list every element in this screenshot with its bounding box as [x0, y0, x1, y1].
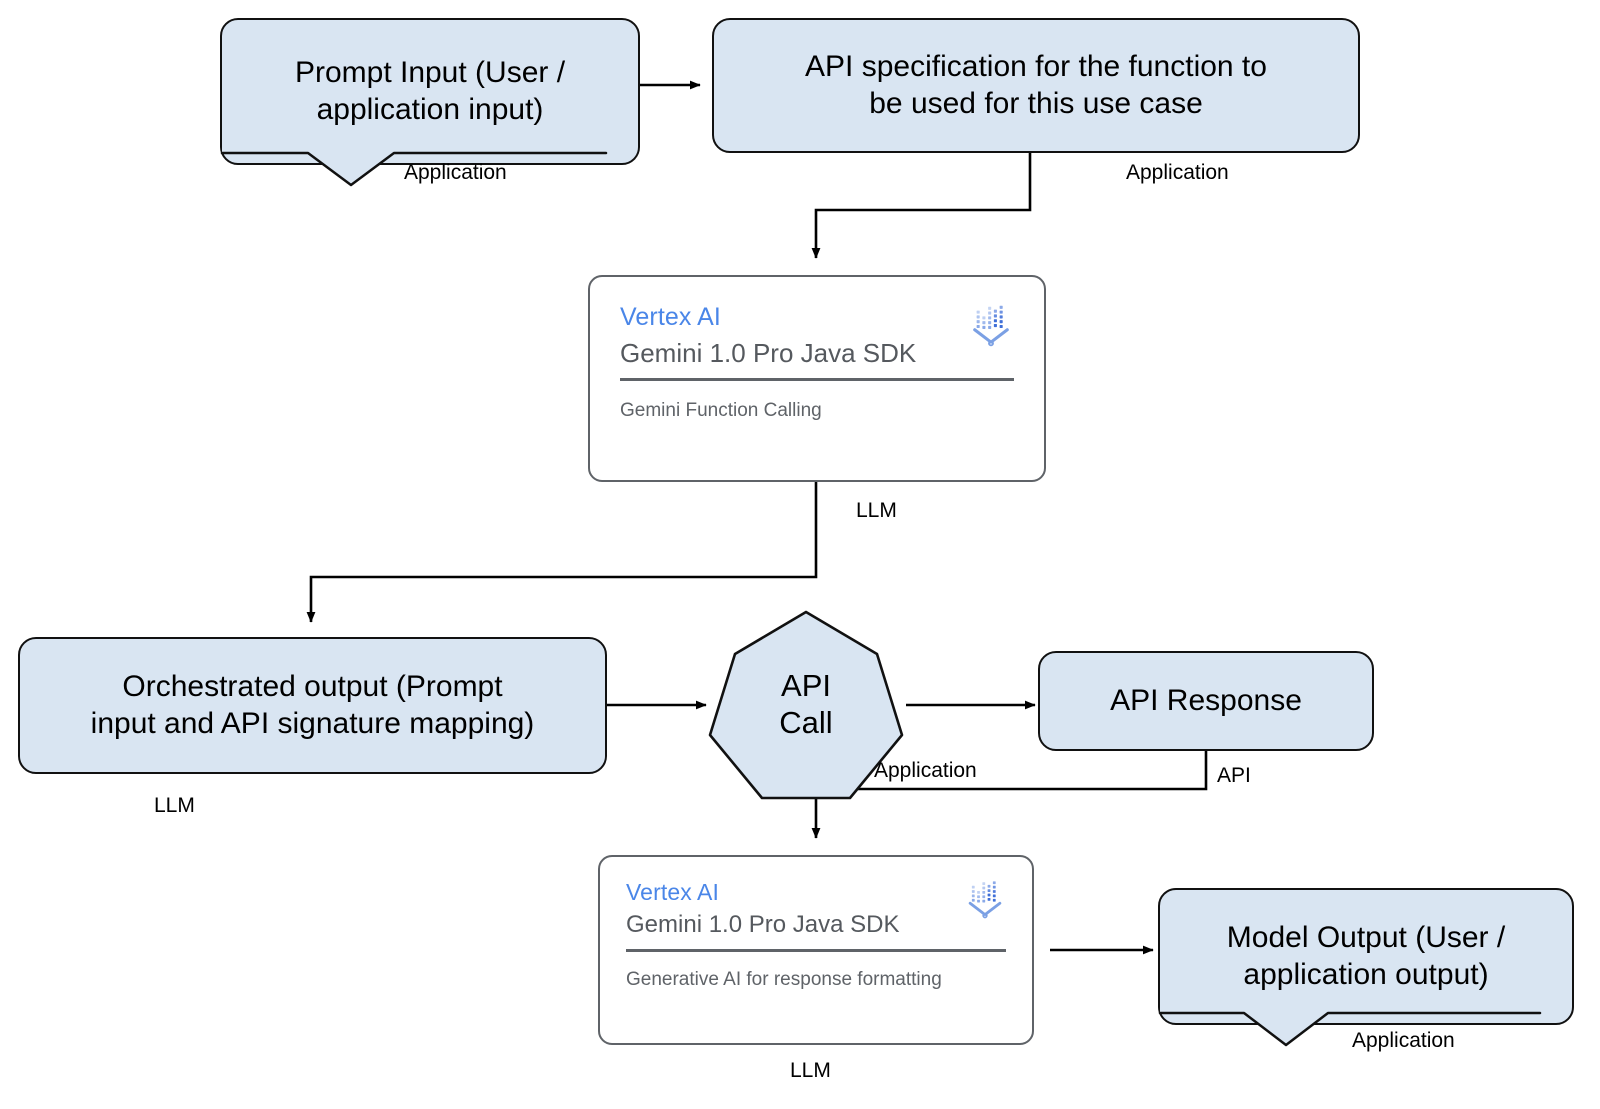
- api-response-label: API Response: [1110, 683, 1302, 717]
- vertex-bottom-header: Vertex AI Gemini 1.0 Pro Java SDK: [626, 879, 1006, 940]
- api-call-label: API Call: [779, 668, 833, 740]
- model-output-annotation: Application: [1352, 1029, 1455, 1052]
- vertex-top-model: Gemini 1.0 Pro Java SDK: [620, 337, 917, 368]
- model-output-box[interactable]: Model Output (User / application output): [1158, 888, 1574, 1025]
- vertex-top-divider: [620, 378, 1014, 382]
- node-api-spec[interactable]: API specification for the function to be…: [712, 18, 1360, 153]
- node-model-output[interactable]: Model Output (User / application output): [1158, 888, 1574, 1047]
- edge-vertex-top-to-orchestrated-output: [306, 482, 818, 623]
- vertex-ai-icon: [968, 301, 1014, 347]
- prompt-input-label: Prompt Input (User / application input): [294, 55, 566, 126]
- vertex-top-titles: Vertex AI Gemini 1.0 Pro Java SDK: [620, 303, 958, 369]
- vertex-bottom-divider: [626, 949, 1006, 953]
- api-call-annotation: Application: [874, 759, 977, 782]
- vertex-top-brand: Vertex AI: [620, 303, 721, 331]
- prompt-input-annotation: Application: [404, 161, 507, 184]
- node-api-call[interactable]: API Call: [706, 608, 906, 802]
- vertex-bottom-annotation: LLM: [790, 1059, 831, 1082]
- vertex-bottom-brand: Vertex AI: [626, 879, 719, 905]
- api-response-annotation: API: [1217, 764, 1251, 787]
- node-prompt-input[interactable]: Prompt Input (User / application input): [220, 18, 640, 187]
- vertex-bottom-subtitle: Generative AI for response formatting: [626, 969, 942, 991]
- vertex-bottom-titles: Vertex AI Gemini 1.0 Pro Java SDK: [626, 879, 954, 940]
- prompt-input-box[interactable]: Prompt Input (User / application input): [220, 18, 640, 165]
- vertex-top-subtitle: Gemini Function Calling: [620, 400, 822, 422]
- orchestrated-output-label: Orchestrated output (Prompt input and AP…: [90, 669, 535, 740]
- model-output-label: Model Output (User / application output): [1226, 920, 1506, 991]
- orchestrated-output-annotation: LLM: [154, 794, 195, 817]
- node-vertex-ai-bottom[interactable]: Vertex AI Gemini 1.0 Pro Java SDK: [598, 855, 1034, 1045]
- vertex-top-annotation: LLM: [856, 499, 897, 522]
- node-vertex-ai-top[interactable]: Vertex AI Gemini 1.0 Pro Java SDK: [588, 275, 1046, 482]
- vertex-bottom-model: Gemini 1.0 Pro Java SDK: [626, 911, 900, 939]
- vertex-ai-icon: [964, 877, 1006, 919]
- node-orchestrated-output[interactable]: Orchestrated output (Prompt input and AP…: [18, 637, 607, 774]
- api-spec-annotation: Application: [1126, 161, 1229, 184]
- edge-api-spec-to-vertex-top: [811, 153, 1032, 259]
- node-api-response[interactable]: API Response: [1038, 651, 1374, 751]
- api-call-heptagon-shape: [708, 610, 904, 800]
- vertex-top-header: Vertex AI Gemini 1.0 Pro Java SDK: [620, 303, 1014, 369]
- api-spec-label: API specification for the function to be…: [805, 49, 1267, 120]
